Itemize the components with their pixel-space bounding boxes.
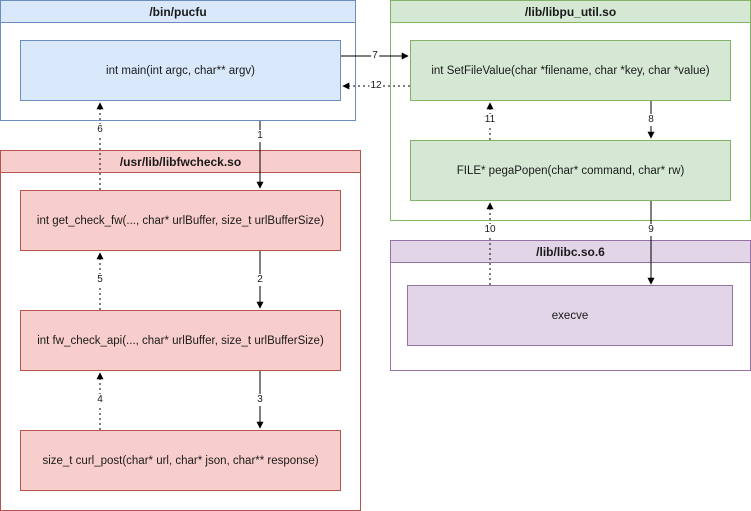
- function-curl-post: size_t curl_post(char* url, char* json, …: [20, 430, 341, 491]
- container-pucfu-title: /bin/pucfu: [1, 1, 355, 23]
- function-get-check-fw: int get_check_fw(..., char* urlBuffer, s…: [20, 190, 341, 251]
- function-pega-popen: FILE* pegaPopen(char* command, char* rw): [410, 140, 731, 201]
- edge-label-11: 11: [483, 114, 497, 126]
- function-main: int main(int argc, char** argv): [20, 40, 341, 101]
- edge-label-3: 3: [256, 394, 264, 406]
- edge-label-9: 9: [647, 224, 655, 236]
- edge-label-12: 12: [369, 80, 383, 92]
- edge-label-10: 10: [483, 224, 497, 236]
- edge-label-2: 2: [256, 274, 264, 286]
- function-execve: execve: [407, 285, 733, 346]
- edge-label-8: 8: [647, 114, 655, 126]
- container-libc-title: /lib/libc.so.6: [391, 241, 750, 263]
- edge-label-5: 5: [96, 274, 104, 286]
- function-fw-check-api: int fw_check_api(..., char* urlBuffer, s…: [20, 310, 341, 371]
- edge-label-1: 1: [256, 130, 264, 142]
- edge-label-7: 7: [371, 50, 379, 62]
- edge-label-6: 6: [96, 124, 104, 136]
- container-libfwcheck-title: /usr/lib/libfwcheck.so: [1, 151, 360, 173]
- function-set-file-value: int SetFileValue(char *filename, char *k…: [410, 40, 731, 101]
- container-libpu-util-title: /lib/libpu_util.so: [391, 1, 750, 23]
- edge-label-4: 4: [96, 394, 104, 406]
